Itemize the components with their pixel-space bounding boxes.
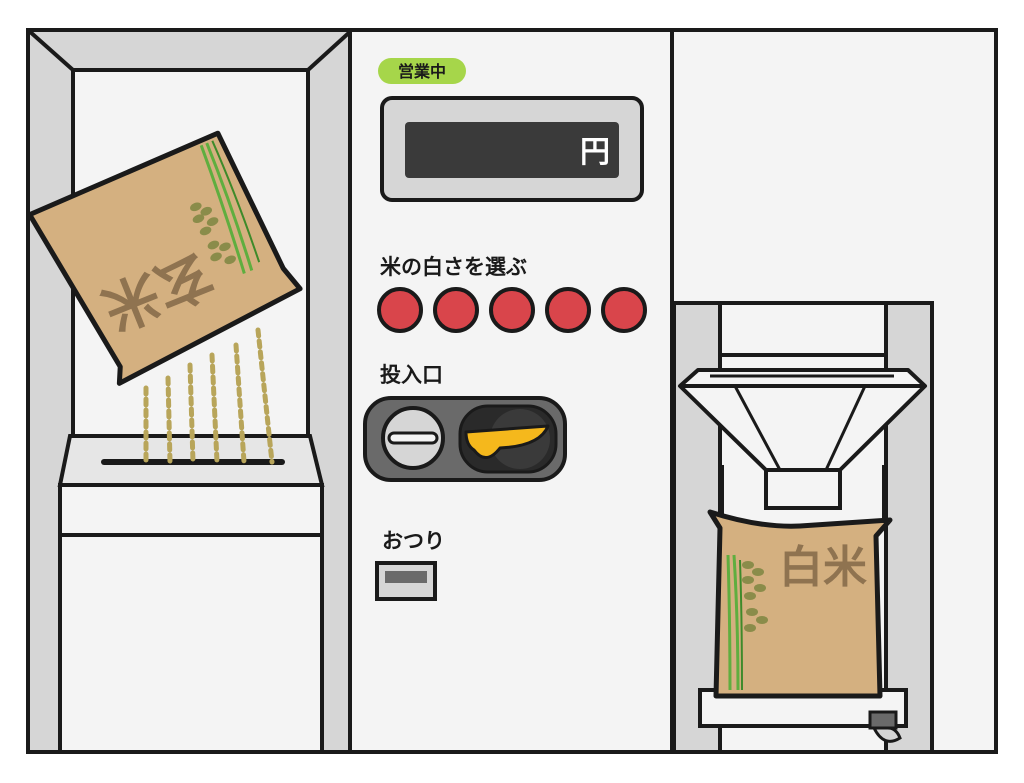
rice-plant-icon <box>190 140 261 274</box>
input-hopper <box>57 434 325 754</box>
change-label: おつり <box>382 529 445 553</box>
status-badge-text: 営業中 <box>398 62 446 81</box>
whiteness-buttons <box>377 287 647 333</box>
payment-slots <box>363 396 567 482</box>
whiteness-label: 米の白さを選ぶ <box>380 255 527 279</box>
price-display: 円 <box>380 96 644 202</box>
bill-slot-icon[interactable] <box>458 404 558 474</box>
input-rice-bag: 玄米 <box>27 130 303 386</box>
output-rice-bag: 白米 <box>707 509 893 699</box>
falling-rice-grains <box>143 327 275 465</box>
hopper-funnel-icon <box>678 368 927 520</box>
whiteness-button-1[interactable] <box>377 287 423 333</box>
control-panel: 営業中 円 米の白さを選ぶ 投入口 <box>348 28 674 754</box>
status-badge: 営業中 <box>378 58 466 84</box>
whiteness-button-5[interactable] <box>601 287 647 333</box>
rice-plant-icon <box>726 554 768 691</box>
right-booth: 白米 <box>670 28 998 754</box>
coin-slot-label: 投入口 <box>380 363 443 387</box>
whiteness-button-2[interactable] <box>433 287 479 333</box>
whiteness-button-4[interactable] <box>545 287 591 333</box>
coin-slot-icon[interactable] <box>381 406 445 470</box>
price-display-unit: 円 <box>580 135 610 170</box>
left-booth: 玄米 <box>26 28 354 754</box>
output-bag-label: 白米 <box>779 542 867 593</box>
change-tray-icon[interactable] <box>375 561 437 601</box>
whiteness-button-3[interactable] <box>489 287 535 333</box>
